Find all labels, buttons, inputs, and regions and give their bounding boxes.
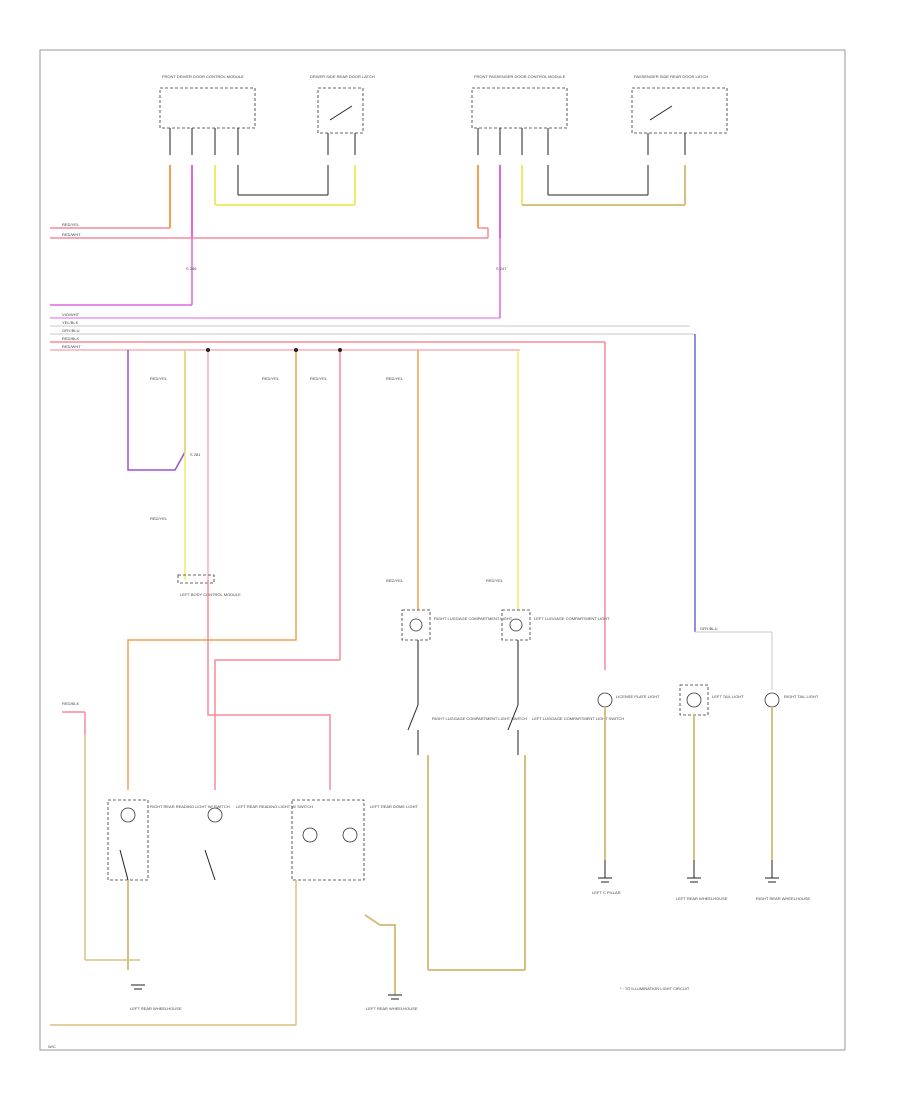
front-passenger-door-module: FRONT PASSENGER DOOR CONTROL MODULE	[471, 74, 568, 155]
wire-label: RED/WHT	[62, 232, 81, 237]
rear-reading-lights: RIGHT REAR READING LIGHT W/ SWITCH LEFT …	[50, 580, 418, 1026]
module-title: FRONT DRIVER DOOR CONTROL MODULE	[162, 74, 244, 79]
ground-label: RIGHT REAR WHEELHOUSE	[756, 896, 810, 901]
legend-note: * : TO ILLUMINATION LIGHT CIRCUIT	[620, 986, 690, 991]
bus-label: RED/BLK	[62, 336, 79, 341]
component-label: RIGHT TAIL LIGHT	[784, 694, 819, 699]
wire-label: RED/YEL	[62, 222, 80, 227]
right-tail-light: RIGHT TAIL LIGHT RIGHT REAR WHEELHOUSE	[756, 632, 819, 901]
license-light: LICENSE PLATE LIGHT LEFT C PILLAR	[592, 692, 660, 895]
wire-label: RED/YEL	[386, 578, 404, 583]
left-luggage-light: LEFT LUGGAGE COMPARTMENT LIGHT RED/YEL L…	[486, 578, 624, 755]
bus-drops: RED/YEL RED/YEL RED/YEL RED/YEL RED/YEL …	[127, 334, 696, 670]
wire-label: RED/BLK	[62, 701, 79, 706]
ground-label: LEFT REAR WHEELHOUSE	[366, 1006, 418, 1011]
upper-feed-lines: RED/YEL RED/WHT S 246 S 247	[50, 222, 507, 318]
wire-label: RED/YEL	[150, 376, 168, 381]
wire-label: RED/YEL	[150, 516, 168, 521]
module-title: FRONT PASSENGER DOOR CONTROL MODULE	[474, 74, 566, 79]
left-tail-light: LEFT TAIL LIGHT GRY/BLU LEFT REAR WHEELH…	[676, 626, 772, 901]
splice-label: S 247	[496, 266, 507, 271]
bus-label: VIO/WHT	[62, 312, 80, 317]
component-label: RIGHT LUGGAGE COMPARTMENT LIGHT SWITCH	[432, 716, 527, 721]
footer-code: W/C	[48, 1044, 56, 1049]
wire-label: RED/YEL	[486, 578, 504, 583]
component-label: LEFT LUGGAGE COMPARTMENT LIGHT	[534, 616, 610, 621]
component-label: LEFT BODY CONTROL MODULE	[180, 592, 241, 597]
diagram-frame	[39, 49, 846, 1051]
component-label: LEFT REAR READING LIGHT W/ SWITCH	[236, 804, 313, 809]
bus-label: RED/WHT	[62, 344, 81, 349]
component-label: LEFT LUGGAGE COMPARTMENT LIGHT SWITCH	[532, 716, 624, 721]
front-driver-door-module: FRONT DRIVER DOOR CONTROL MODULE	[159, 74, 256, 155]
passenger-rear-door-latch: PASSENGER SIDE REAR DOOR LATCH	[631, 74, 728, 155]
component-label: LICENSE PLATE LIGHT	[616, 694, 660, 699]
ground-label: LEFT REAR WHEELHOUSE	[130, 1006, 182, 1011]
wire-label: RED/YEL	[262, 376, 280, 381]
wire-label: RED/YEL	[310, 376, 328, 381]
wire-label: RED/YEL	[386, 376, 404, 381]
ground-label: LEFT C PILLAR	[592, 890, 621, 895]
module-title: PASSENGER SIDE REAR DOOR LATCH	[634, 74, 708, 79]
component-label: LEFT TAIL LIGHT	[712, 694, 744, 699]
ground-label: LEFT REAR WHEELHOUSE	[676, 896, 728, 901]
splice-label: S 281	[190, 452, 201, 457]
main-bus: VIO/WHT YEL/BLK GRY/BLU RED/BLK RED/WHT	[50, 312, 695, 351]
component-label: LEFT REAR DOME LIGHT	[370, 804, 418, 809]
right-luggage-light: RIGHT LUGGAGE COMPARTMENT LIGHT RED/YEL …	[386, 578, 527, 971]
splice-label: S 246	[186, 266, 197, 271]
component-label: RIGHT LUGGAGE COMPARTMENT LIGHT	[434, 616, 513, 621]
component-label: RIGHT REAR READING LIGHT W/ SWITCH	[150, 804, 230, 809]
module-title: DRIVER SIDE REAR DOOR LATCH	[310, 74, 375, 79]
bus-label: YEL/BLK	[62, 320, 79, 325]
bus-label: GRY/BLU	[62, 328, 80, 333]
driver-rear-door-latch: DRIVER SIDE REAR DOOR LATCH	[310, 74, 375, 155]
wire-label: GRY/BLU	[700, 626, 718, 631]
connector-c1: LEFT BODY CONTROL MODULE	[177, 574, 241, 597]
top-harness-wires	[169, 165, 686, 238]
